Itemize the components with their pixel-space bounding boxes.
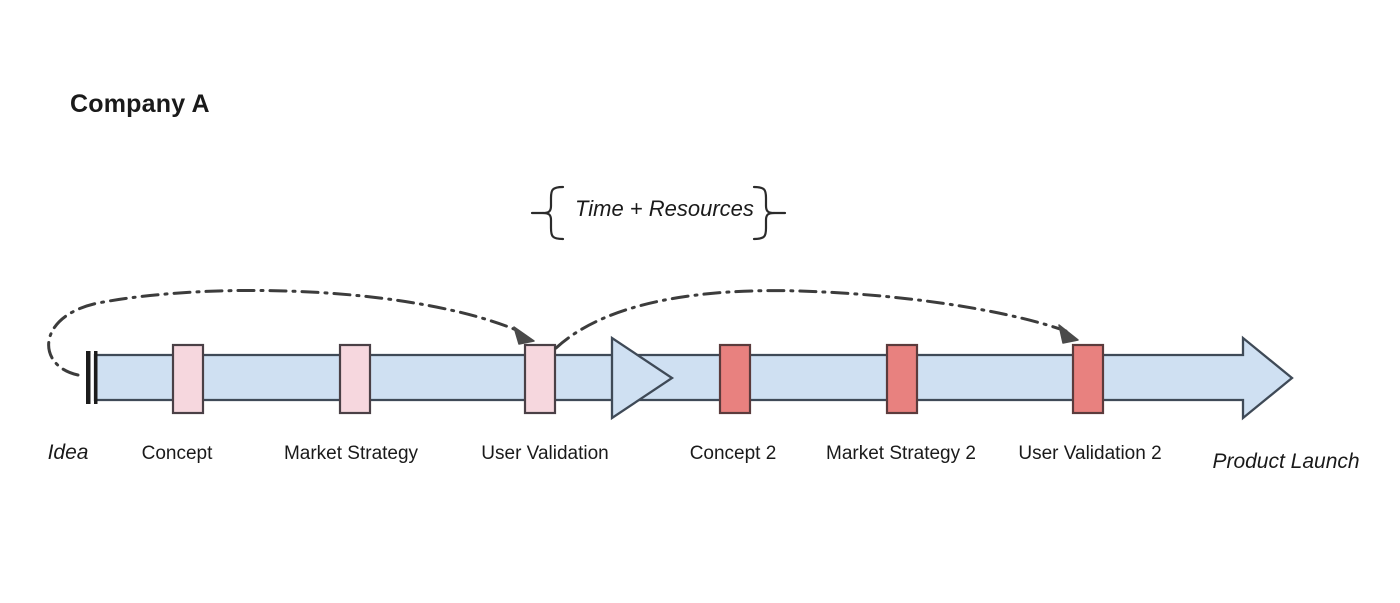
timeline-arrow-body [93,335,1294,421]
label-market-strategy: Market Strategy [283,443,419,464]
milestone-user-validation-2[interactable] [1071,343,1105,415]
iteration-loop-2 [554,289,1079,350]
milestone-market-strategy[interactable] [338,343,372,415]
label-user-validation: User Validation [481,443,609,464]
arrowhead-loop-2 [1058,324,1079,344]
phase-divider-arrowhead [610,335,675,421]
milestone-concept-2[interactable] [718,343,752,415]
milestone-market-strategy-2[interactable] [885,343,919,415]
label-product-launch: Product Launch [1212,450,1360,473]
iteration-loop-1 [47,288,535,377]
label-market-strategy-2: Market Strategy 2 [826,443,976,464]
page-title: Company A [70,90,210,118]
arrowhead-loop-1 [513,326,535,345]
label-concept-2: Concept 2 [689,443,777,464]
label-user-validation-2: User Validation 2 [1018,443,1162,464]
timeline-start-marker [86,351,98,404]
bracket-label: Time + Resources [575,196,754,221]
milestone-concept[interactable] [171,343,205,415]
time-resources-bracket [530,185,787,241]
label-concept: Concept [141,443,213,464]
milestone-user-validation[interactable] [523,343,557,415]
label-idea: Idea [47,441,89,464]
